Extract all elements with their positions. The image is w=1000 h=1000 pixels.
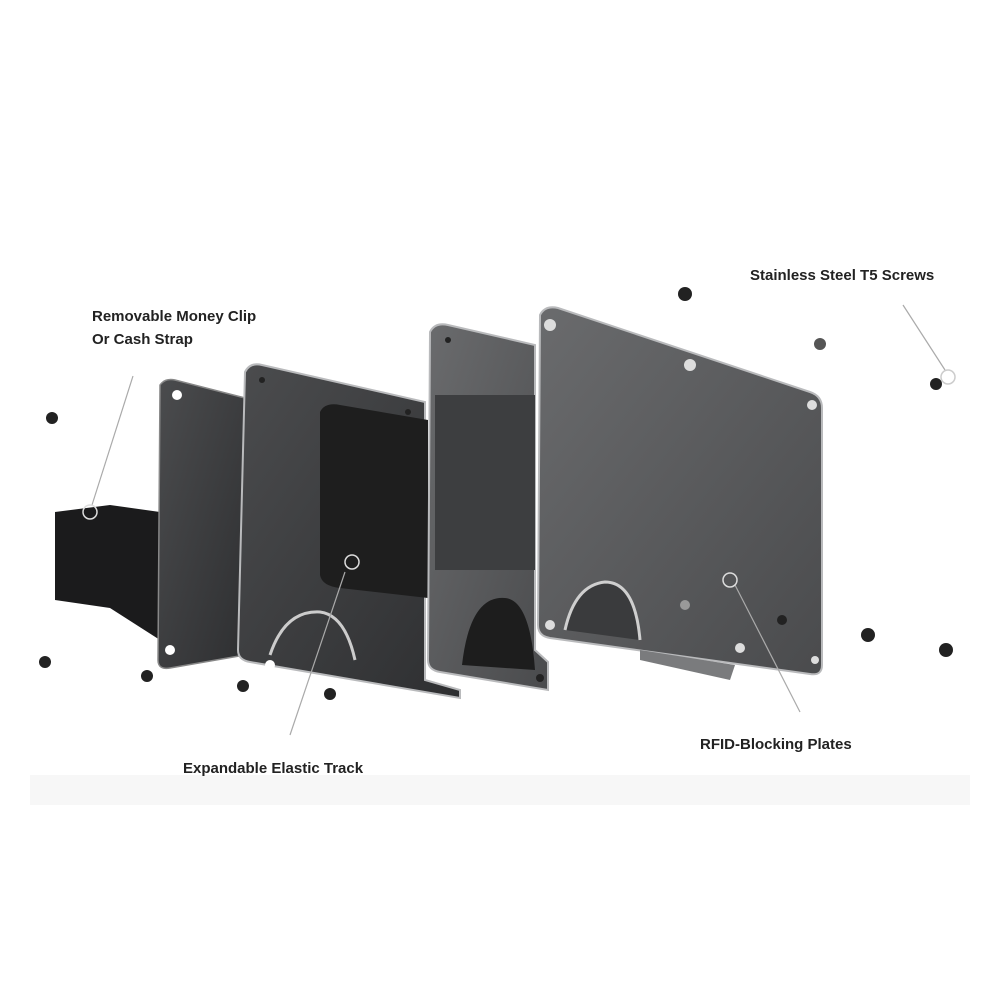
money-clip [55,505,160,640]
screws [39,287,953,700]
rfid-plates-label: RFID-Blocking Plates [700,736,852,753]
middle-plate [426,323,549,692]
back-plate [157,378,246,670]
leader-lines [82,304,956,736]
money-clip-label-line2: Or Cash Strap [92,331,193,348]
elastic-track-label: Expandable Elastic Track [183,760,364,777]
front-plate [536,306,823,680]
elastic-track [320,404,428,598]
money-clip-label: Removable Money Clip Or Cash Strap [92,305,256,351]
screws-label: Stainless Steel T5 Screws [750,267,935,284]
money-clip-label-line1: Removable Money Clip [92,308,257,325]
